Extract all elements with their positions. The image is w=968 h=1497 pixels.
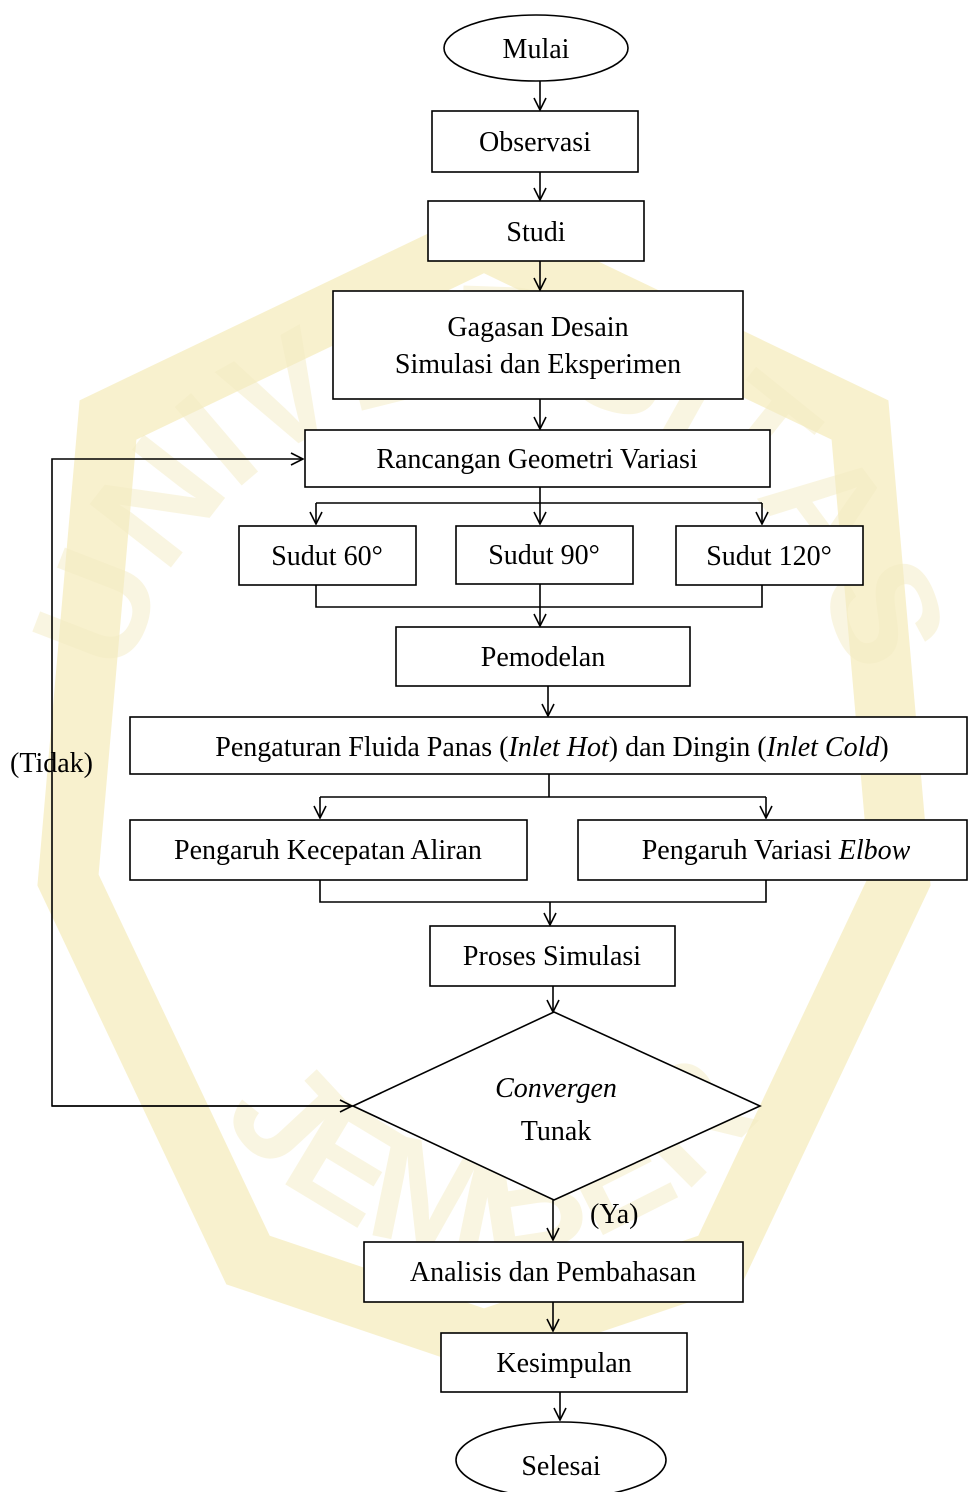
- decision-label-line1: Convergen: [495, 1073, 617, 1104]
- pengaruh-variasi-box: [577, 819, 968, 881]
- pengaturan-text-3: ): [879, 732, 888, 763]
- studi-box: [427, 200, 645, 262]
- pengaruh-variasi-text: Pengaruh Variasi: [642, 835, 839, 866]
- connectors: [51, 80, 767, 1420]
- gagasan-label-line2: Simulasi dan Eksperimen: [395, 349, 681, 380]
- pemodelan-label: Pemodelan: [481, 642, 605, 673]
- kesimpulan-box: [440, 1332, 688, 1393]
- pengaturan-label: Pengaturan Fluida Panas (Inlet Hot) dan …: [215, 732, 888, 763]
- observasi-box: [431, 110, 639, 173]
- merge-bar-sudut: [315, 585, 763, 608]
- end-terminal: [455, 1421, 667, 1497]
- gagasan-label-line1: Gagasan Desain: [447, 312, 628, 343]
- sudut-120-label: Sudut 120°: [706, 541, 832, 572]
- studi-label: Studi: [506, 217, 565, 248]
- sudut-60-box: [238, 525, 417, 586]
- start-terminal: [443, 14, 629, 82]
- pengaturan-inlet-hot: Inlet Hot: [507, 732, 610, 763]
- pengaruh-kecepatan-label: Pengaruh Kecepatan Aliran: [174, 835, 482, 866]
- decision-label-line2: Tunak: [521, 1116, 592, 1147]
- end-label: Selesai: [521, 1451, 601, 1482]
- proses-simulasi-box: [429, 925, 676, 987]
- sudut-90-box: [455, 525, 634, 585]
- yes-branch-label: (Ya): [590, 1199, 639, 1230]
- sudut-120-box: [675, 525, 864, 586]
- pengaruh-variasi-label: Pengaruh Variasi Elbow: [642, 835, 911, 866]
- rancangan-label: Rancangan Geometri Variasi: [376, 444, 698, 475]
- start-label: Mulai: [503, 34, 570, 65]
- pemodelan-box: [395, 626, 691, 687]
- pengaruh-kecepatan-box: [129, 819, 528, 881]
- pengaturan-box: [129, 716, 968, 775]
- gagasan-box: [332, 290, 744, 400]
- proses-simulasi-label: Proses Simulasi: [463, 941, 641, 972]
- pengaturan-inlet-cold: Inlet Cold: [766, 732, 881, 763]
- pengaturan-text-1: Pengaturan Fluida Panas (: [215, 732, 508, 763]
- observasi-label: Observasi: [479, 127, 591, 158]
- merge-bar-pengaruh: [319, 880, 767, 903]
- analisis-box: [363, 1241, 744, 1303]
- rancangan-box: [304, 429, 771, 488]
- analisis-label: Analisis dan Pembahasan: [410, 1257, 696, 1288]
- sudut-90-label: Sudut 90°: [488, 540, 600, 571]
- watermark: UNIVERSITAS JEMBER: [0, 206, 968, 1372]
- split-bar-pengaruh: [320, 774, 766, 798]
- pengaruh-variasi-elbow: Elbow: [838, 835, 911, 866]
- kesimpulan-label: Kesimpulan: [496, 1348, 631, 1379]
- sudut-60-label: Sudut 60°: [271, 541, 383, 572]
- no-branch-label: (Tidak): [10, 748, 93, 779]
- decision-diamond: [351, 1011, 762, 1201]
- pengaturan-text-2: ) dan Dingin (: [609, 732, 767, 763]
